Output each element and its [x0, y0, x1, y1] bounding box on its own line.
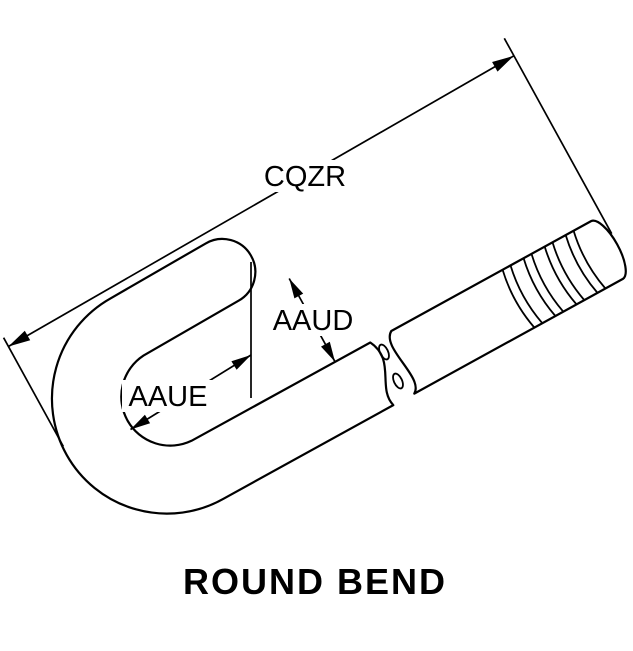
break-blob: [378, 343, 390, 361]
arrowhead-cqzr-upper: [492, 55, 514, 72]
arrowhead-aaue-right: [231, 355, 251, 370]
hook-bend-piece: [50, 237, 395, 515]
extension-line-top-right: [503, 37, 613, 235]
break-marks: [378, 343, 404, 390]
thread-line: [572, 230, 607, 290]
label-mask-cqzr: [257, 160, 353, 192]
thread-line: [522, 257, 557, 317]
break-blob: [392, 372, 404, 390]
thread-line: [530, 253, 564, 313]
thread-line: [501, 269, 536, 329]
extension-line-bottom-left: [2, 337, 65, 447]
label-aaue: AAUE: [129, 381, 208, 413]
label-aaud: AAUD: [273, 305, 354, 337]
dimension-line-cqzr: [7, 55, 515, 348]
hook-body: [50, 219, 627, 515]
figure-caption: ROUND BEND: [183, 561, 447, 602]
dimension-overall-length: CQZR: [2, 37, 613, 447]
label-mask-aaue: [122, 380, 214, 412]
thread-lines: [501, 230, 607, 329]
thread-line: [543, 246, 578, 305]
label-cqzr: CQZR: [264, 161, 346, 193]
label-mask-aaud: [266, 304, 360, 336]
thread-line: [509, 265, 543, 324]
hook-shank-threaded-piece: [388, 219, 627, 395]
arrowhead-aaud-top: [289, 278, 304, 299]
dimension-opening: AAUD: [266, 278, 360, 363]
arrowhead-aaue-left: [130, 414, 151, 430]
arrowhead-aaud-bottom: [321, 341, 335, 362]
thread-line: [551, 242, 585, 301]
dimension-inside-bend: AAUE: [122, 262, 252, 431]
arrowhead-cqzr-lower: [8, 330, 31, 347]
thread-line: [564, 234, 599, 294]
